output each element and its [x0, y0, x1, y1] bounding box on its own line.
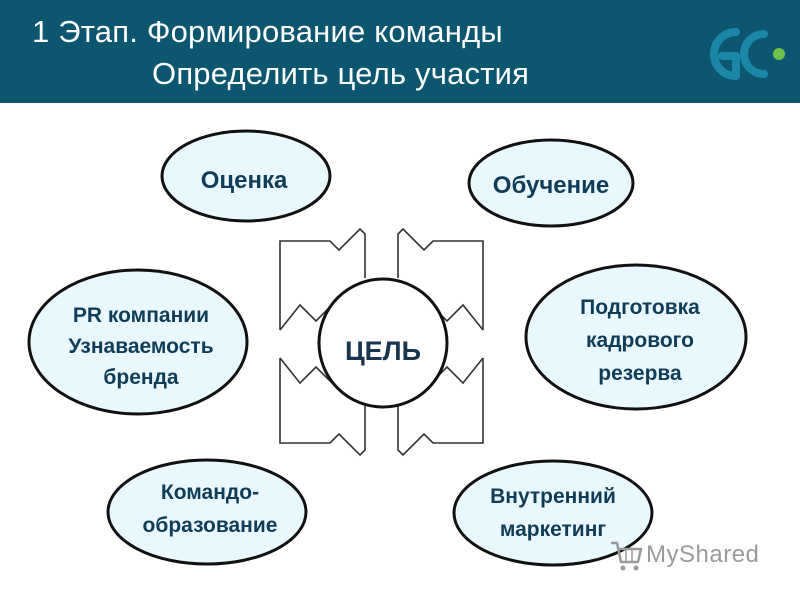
oval-pr-line-2: бренда [103, 366, 178, 389]
cart-icon [611, 541, 643, 571]
gc-logo-icon [710, 28, 785, 80]
oval-marketing-line-0: Внутренний [490, 485, 616, 508]
oval-ocenka: Оценка [160, 129, 332, 223]
arrow-top-left [279, 227, 366, 331]
center-goal-label: ЦЕЛЬ [345, 336, 421, 366]
logo-accent-dot [773, 48, 785, 60]
header-bar: 1 Этап. Формирование команды Определить … [0, 0, 800, 103]
oval-komando-line-1: образование [143, 514, 278, 537]
oval-rezerv-line-1: кадрового [586, 329, 694, 352]
oval-komando: Командо- образование [106, 458, 308, 566]
oval-pr-line-0: PR компании [73, 304, 209, 327]
center-goal: ЦЕЛЬ [317, 277, 449, 409]
watermark-text: MyShared [646, 541, 760, 568]
oval-obuchenie: Обучение [467, 138, 635, 228]
watermark: MyShared [608, 538, 768, 574]
oval-marketing-line-1: маркетинг [500, 518, 607, 541]
arrow-bottom-left [279, 357, 366, 457]
oval-rezerv-line-2: резерва [598, 362, 682, 385]
oval-marketing: Внутренний маркетинг [452, 459, 654, 567]
oval-pr-line-1: Узнаваемость [68, 335, 213, 358]
slide-title-line2: Определить цель участия [152, 56, 530, 91]
oval-rezerv-line-0: Подготовка [580, 296, 700, 319]
oval-ocenka-line-0: Оценка [201, 167, 288, 194]
slide-title-line1: 1 Этап. Формирование команды [32, 14, 503, 49]
oval-komando-line-0: Командо- [161, 481, 259, 504]
oval-rezerv: Подготовка кадрового резерва [524, 263, 748, 411]
oval-obuchenie-line-0: Обучение [493, 172, 609, 199]
oval-pr: PR компании Узнаваемость бренда [27, 268, 249, 416]
